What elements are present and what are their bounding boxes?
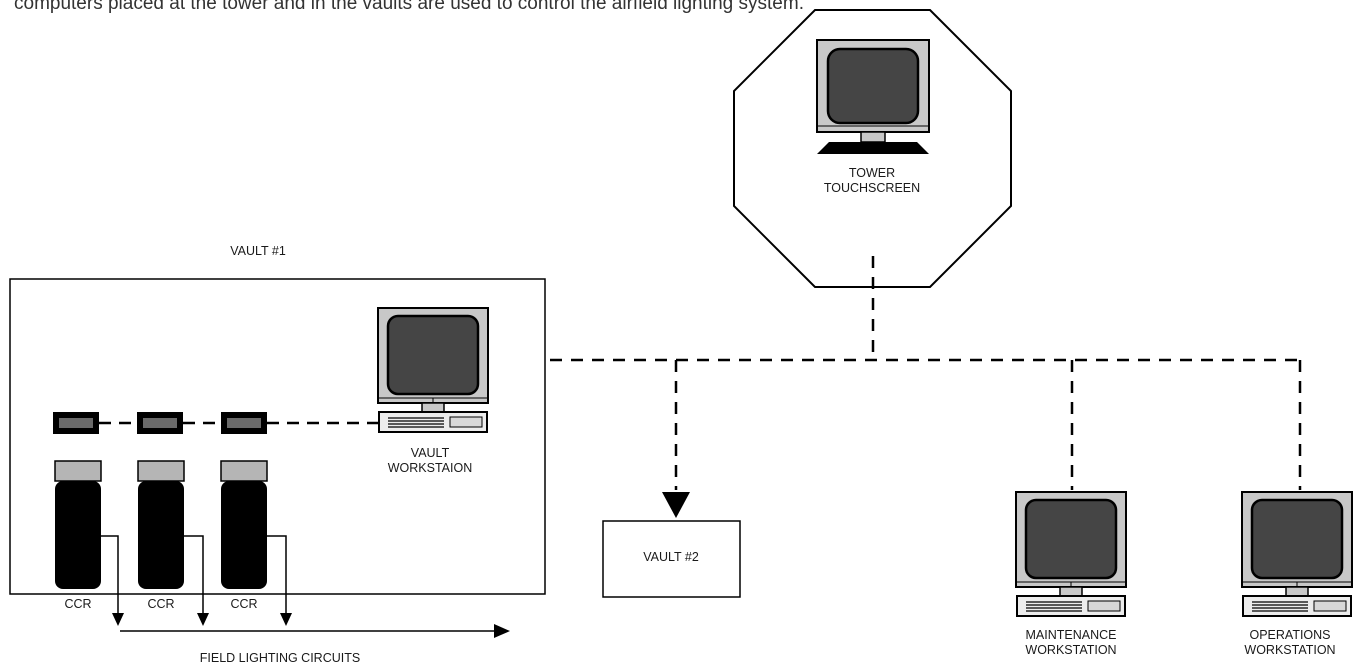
vault2-box xyxy=(602,520,741,598)
network-links xyxy=(550,256,1302,490)
vault2-label: VAULT #2 xyxy=(643,550,699,564)
operations-label-line1: OPERATIONS xyxy=(1249,628,1331,642)
vault-workstation-label-line2: WORKSTAION xyxy=(387,461,473,475)
header-caption: computers placed at the tower and in the… xyxy=(14,0,804,14)
field-lighting-arrows xyxy=(112,613,510,638)
maintenance-label-line2: WORKSTATION xyxy=(1025,643,1117,657)
module-3 xyxy=(221,412,267,434)
ccr-unit-3 xyxy=(220,460,268,590)
vault-workstation-label-line1: VAULT xyxy=(410,446,450,460)
tower-monitor-icon xyxy=(816,39,930,154)
operations-workstation-icon xyxy=(1240,490,1354,618)
vault2-arrow xyxy=(662,492,690,518)
operations-label-line2: WORKSTATION xyxy=(1244,643,1336,657)
maintenance-label-line1: MAINTENANCE xyxy=(1025,628,1117,642)
ccr-unit-2 xyxy=(137,460,185,590)
maintenance-workstation-icon xyxy=(1014,490,1128,618)
ccr-unit-1 xyxy=(54,460,102,590)
tower-label-line2: TOUCHSCREEN xyxy=(823,181,921,195)
vault1-label: VAULT #1 xyxy=(230,244,286,258)
field-lighting-lines xyxy=(101,535,494,632)
ccr-label-3: CCR xyxy=(230,597,258,611)
ccr-label-2: CCR xyxy=(147,597,175,611)
vault-workstation-icon xyxy=(376,306,490,434)
ccr-label-1: CCR xyxy=(64,597,92,611)
tower-label-line1: TOWER xyxy=(848,166,896,180)
field-lighting-label: FIELD LIGHTING CIRCUITS xyxy=(199,651,361,665)
module-1 xyxy=(53,412,99,434)
module-2 xyxy=(137,412,183,434)
